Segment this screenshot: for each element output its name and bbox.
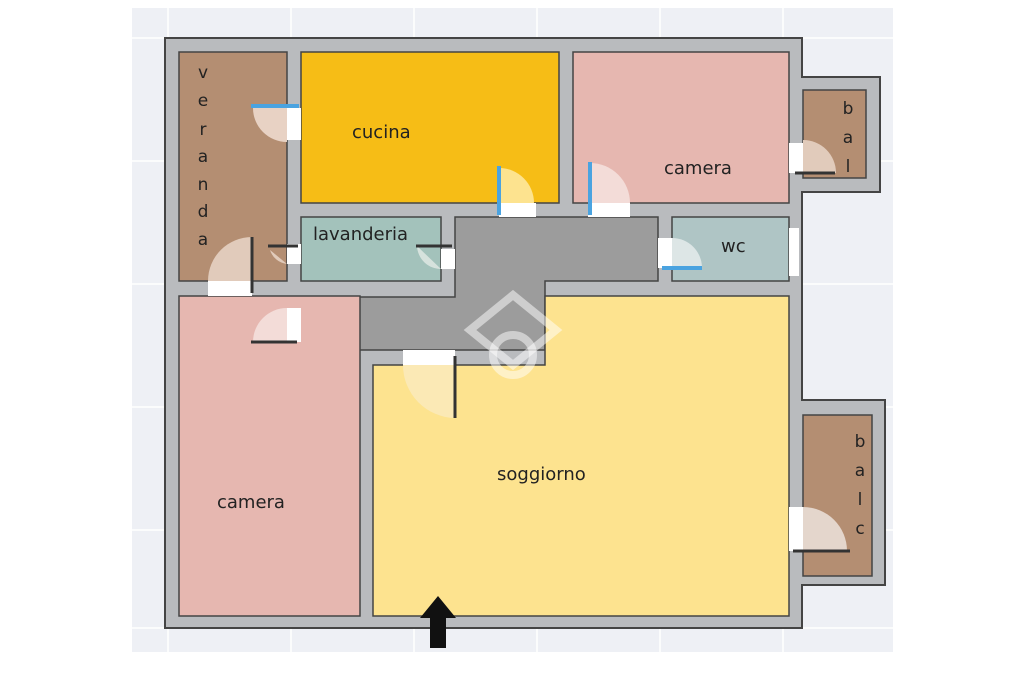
label-camera-bottom: camera [217, 492, 285, 513]
label-letter: c [855, 519, 864, 539]
label-camera-top: camera [664, 158, 732, 179]
label-letter: l [846, 157, 851, 177]
arrow-up-icon [420, 596, 456, 648]
label-cucina: cucina [352, 122, 411, 143]
label-balc: b a l c [855, 432, 866, 539]
doors [208, 104, 850, 553]
label-letter: a [843, 128, 853, 148]
label-wc: wc [721, 236, 746, 257]
watermark-logo [463, 289, 563, 379]
label-soggiorno: soggiorno [497, 464, 586, 485]
room-soggiorno [372, 295, 790, 617]
label-bal: b a l [843, 99, 854, 177]
label-letter: l [858, 490, 863, 510]
label-letter: v [198, 63, 208, 83]
label-letter: a [855, 461, 865, 481]
label-letter: a [198, 230, 208, 250]
label-veranda: v e r a n d a [198, 63, 209, 250]
label-letter: a [198, 147, 208, 167]
label-letter: b [855, 432, 866, 452]
label-letter: n [198, 175, 209, 195]
label-lavanderia: lavanderia [313, 224, 408, 245]
label-letter: r [200, 120, 207, 140]
label-letter: b [843, 99, 854, 119]
label-letter: e [198, 91, 208, 111]
room-camera-bottom [178, 295, 361, 617]
label-letter: d [198, 202, 209, 222]
